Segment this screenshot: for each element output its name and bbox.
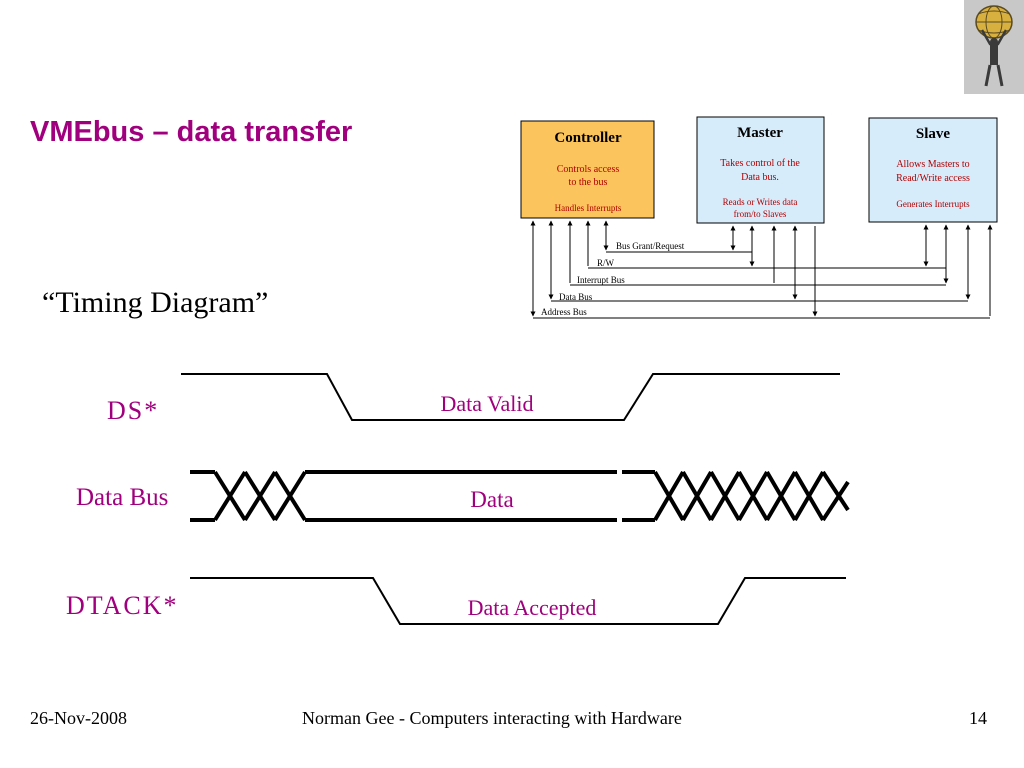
controller-line-1: Controls access [557,164,620,175]
controller-box: Controller Controls access to the bus Ha… [520,120,655,219]
atlas-logo-icon [964,0,1024,94]
master-line-3: Reads or Writes data [723,197,798,207]
data-bus-label: Data Bus [559,292,593,302]
slave-line-3: Generates Interrupts [896,199,970,209]
master-title: Master [737,125,783,141]
footer-center-text: Norman Gee - Computers interacting with … [302,708,682,728]
rw-label: R/W [597,258,615,268]
master-line-4: from/to Slaves [734,209,787,219]
slave-arrows [923,224,993,316]
bus-grant-label: Bus Grant/Request [616,241,685,251]
interrupt-bus-label: Interrupt Bus [577,275,625,285]
dtack-label: DTACK* [66,591,178,620]
master-box: Master Takes control of the Data bus. Re… [696,116,825,224]
slave-title: Slave [916,126,951,142]
master-arrows [730,225,818,317]
slave-line-1: Allows Masters to [896,159,969,170]
ds-waveform [181,373,840,421]
master-line-2: Data bus. [741,172,779,183]
footer-date: 26-Nov-2008 [30,708,127,728]
controller-line-2: to the bus [569,177,608,188]
bus-architecture-diagram: Controller Controls access to the bus Ha… [520,116,998,319]
footer-page-number: 14 [969,708,987,728]
data-bus-waveform [190,470,850,522]
data-bus-text: Data [470,487,513,512]
bus-lines [533,251,990,319]
master-line-1: Takes control of the [720,158,800,169]
controller-title: Controller [554,130,622,146]
slave-box: Slave Allows Masters to Read/Write acces… [868,117,998,223]
dtack-waveform [190,577,846,625]
ds-label: DS* [107,396,159,425]
diagram-subtitle: “Timing Diagram” [42,286,269,319]
slave-line-2: Read/Write access [896,173,970,184]
data-bus-signal-label: Data Bus [76,484,168,511]
slide-title: VMEbus – data transfer [30,116,353,148]
controller-arrows [530,220,609,317]
dtack-text: Data Accepted [468,595,597,620]
controller-line-3: Handles Interrupts [555,203,622,213]
ds-text: Data Valid [440,391,533,416]
address-bus-label: Address Bus [541,307,587,317]
